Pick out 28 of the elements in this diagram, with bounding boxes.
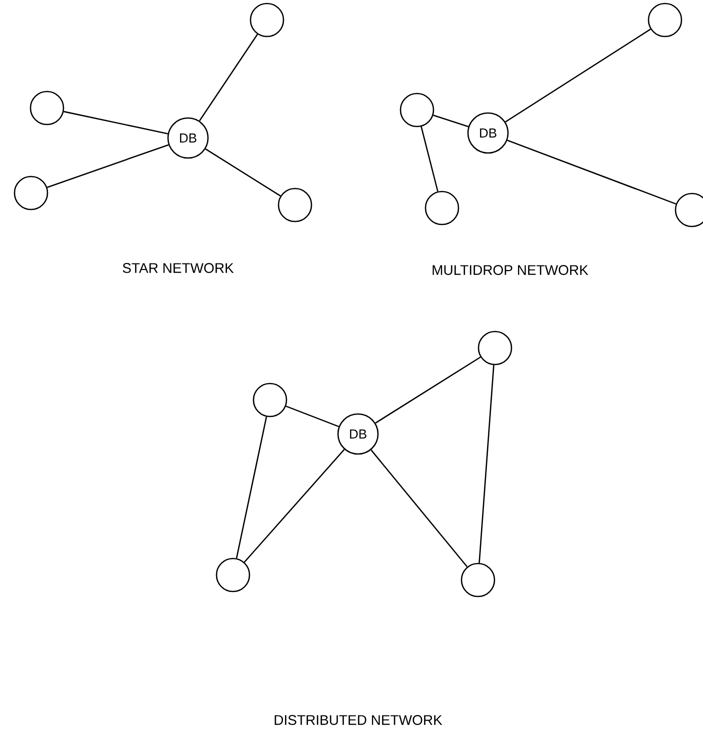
station-circle — [648, 2, 682, 38]
station-circle — [278, 188, 312, 222]
connection-line — [236, 416, 268, 558]
network-caption: DISTRIBUTED NETWORK — [274, 715, 442, 725]
station-circle — [478, 330, 512, 366]
connection-line — [46, 144, 169, 188]
station-circle — [460, 562, 496, 598]
station-circle — [216, 558, 250, 592]
station-circle — [30, 90, 64, 126]
station-circle — [252, 382, 288, 418]
connection-line — [375, 356, 481, 424]
connection-line — [420, 126, 438, 192]
station-circle — [424, 190, 460, 226]
connection-line — [64, 110, 168, 134]
connection-line — [198, 34, 258, 122]
connection-line — [505, 28, 651, 122]
network-caption: STAR NETWORK — [122, 263, 234, 273]
connection-line — [286, 406, 339, 428]
connection-line — [244, 449, 345, 563]
station-circle — [400, 92, 434, 128]
connection-line — [205, 148, 281, 196]
connection-line — [370, 450, 468, 568]
station-circle — [14, 176, 48, 210]
connection-line — [507, 140, 676, 205]
network-caption: MULTIDROP NETWORK — [432, 265, 588, 275]
station-circle — [250, 2, 284, 38]
connection-line — [478, 365, 494, 563]
connection-line — [433, 114, 469, 128]
